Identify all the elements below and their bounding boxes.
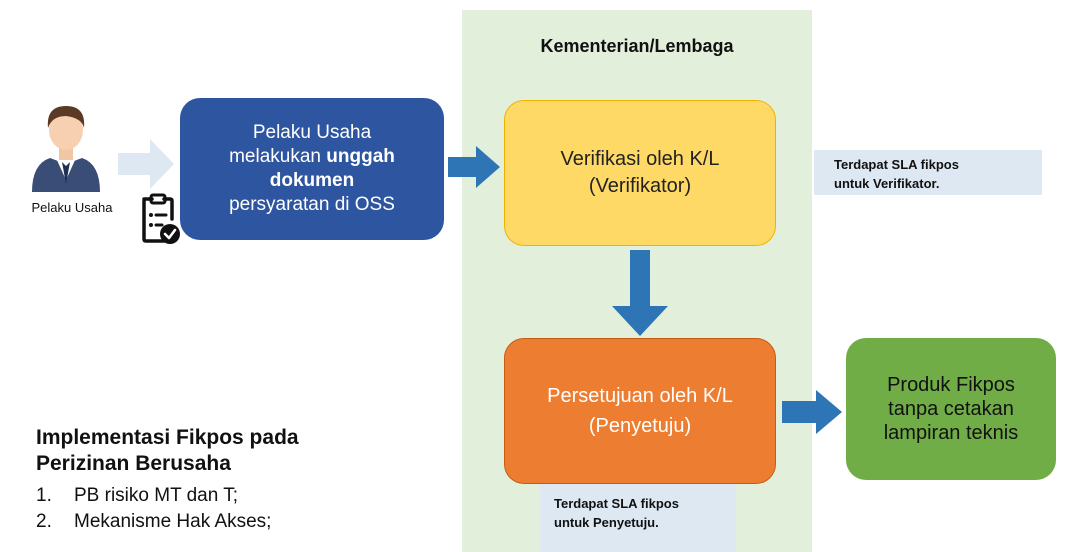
flow-arrow-to-approval [612, 250, 668, 336]
verification-line-1: Verifikasi oleh K/L [560, 148, 720, 170]
list-item: 2.Mekanisme Hak Akses; [36, 511, 272, 532]
upload-line-4: persyaratan di OSS [229, 194, 395, 215]
actor-label: Pelaku Usaha [31, 200, 113, 215]
upload-step-box: Pelaku Usaha melakukan unggah dokumen pe… [180, 98, 444, 240]
document-check-icon [142, 193, 180, 244]
verifier-sla-note: Terdapat SLA fikpos untuk Verifikator. [814, 150, 1042, 195]
upload-line-1: Pelaku Usaha [252, 122, 372, 143]
implementation-title-line-1: Implementasi Fikpos pada [36, 426, 299, 449]
approval-line-2: (Penyetuju) [588, 415, 692, 437]
flow-arrow-start [118, 139, 174, 189]
upload-line-3: dokumen [269, 170, 355, 191]
verification-step-box: Verifikasi oleh K/L (Verifikator) [504, 100, 776, 246]
approval-step-box: Persetujuan oleh K/L (Penyetuju) [504, 338, 776, 484]
flow-arrow-to-verification [448, 146, 500, 188]
flow-arrow-to-product [782, 390, 842, 434]
approver-note-line-2: untuk Penyetuju. [554, 515, 659, 530]
panel-title: Kementerian/Lembaga [540, 36, 734, 56]
verification-line-2: (Verifikator) [588, 175, 692, 197]
product-line-1: Produk Fikpos [887, 374, 1015, 396]
verifier-note-line-1: Terdapat SLA fikpos [834, 157, 959, 172]
product-line-3: lampiran teknis [883, 422, 1019, 444]
approver-note-line-1: Terdapat SLA fikpos [554, 496, 679, 511]
implementation-list: 1.PB risiko MT dan T; 2.Mekanisme Hak Ak… [36, 483, 271, 535]
product-output-box: Produk Fikpos tanpa cetakan lampiran tek… [846, 338, 1056, 480]
user-avatar-icon [32, 106, 100, 192]
implementation-title: Implementasi Fikpos pada Perizinan Berus… [36, 425, 396, 477]
verifier-note-line-2: untuk Verifikator. [834, 176, 940, 191]
approver-sla-note: Terdapat SLA fikpos untuk Penyetuju. [540, 484, 736, 552]
upload-line-2: melakukan unggah [229, 146, 395, 167]
implementation-title-line-2: Perizinan Berusaha [36, 452, 231, 475]
product-line-2: tanpa cetakan [888, 398, 1014, 420]
approval-line-1: Persetujuan oleh K/L [547, 385, 733, 407]
list-item: 1.PB risiko MT dan T; [36, 485, 239, 506]
